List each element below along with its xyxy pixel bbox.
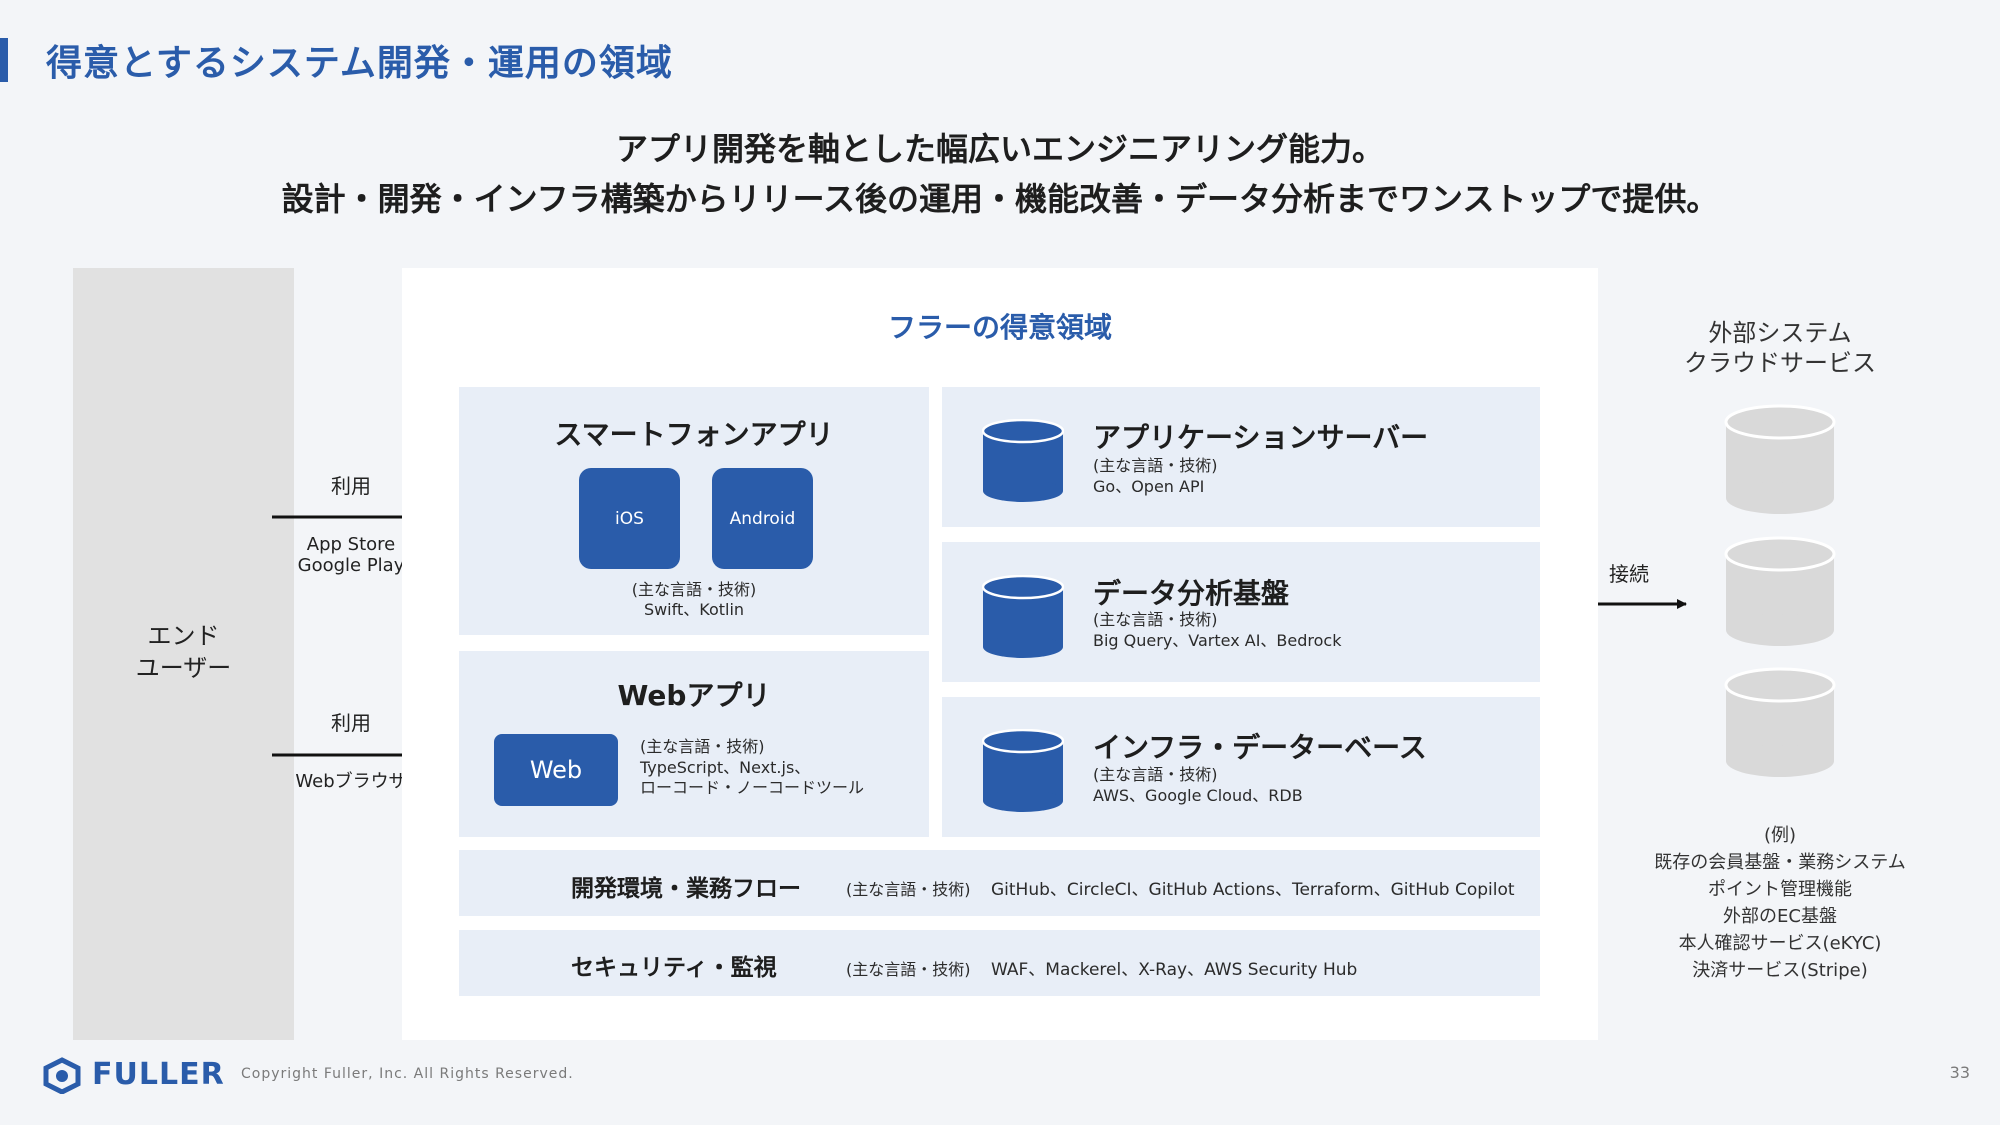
- security-tech-caption: (主な言語・技術): [846, 960, 971, 979]
- fuller-logo-icon: [43, 1057, 81, 1094]
- cylinder-icon: [1724, 404, 1836, 514]
- page-number: 33: [1949, 1063, 1970, 1082]
- dev-env-title: 開発環境・業務フロー: [571, 876, 801, 902]
- security-title: セキュリティ・監視: [571, 955, 777, 981]
- android-tile: Android: [712, 468, 813, 569]
- external-examples: (例) 既存の会員基盤・業務システム ポイント管理機能 外部のEC基盤 本人確認…: [1630, 822, 1930, 984]
- web-tech-2: ローコード・ノーコードツール: [640, 778, 865, 797]
- dev-env-box: [459, 850, 1540, 916]
- data-analysis-tech: Big Query、Vartex AI、Bedrock: [1093, 631, 1342, 650]
- end-user-line-2: ユーザー: [135, 654, 232, 682]
- smartphone-tech: Swift、Kotlin: [643, 600, 745, 619]
- external-example: 既存の会員基盤・業務システム: [1654, 852, 1906, 873]
- external-title-line-2: クラウドサービス: [1684, 349, 1876, 377]
- end-user-label: エンド ユーザー: [73, 620, 294, 684]
- smartphone-tech-caption: (主な言語・技術): [631, 580, 757, 599]
- security-box: [459, 930, 1540, 996]
- infra-db-tech: AWS、Google Cloud、RDB: [1093, 786, 1303, 805]
- title-accent-bar: [0, 38, 8, 82]
- data-analysis-tech-caption: (主な言語・技術): [1093, 610, 1218, 629]
- dev-env-tech: GitHub、CircleCI、GitHub Actions、Terraform…: [991, 880, 1515, 900]
- cylinder-icon: [1724, 536, 1836, 646]
- infra-db-title: インフラ・データーベース: [1093, 731, 1427, 764]
- external-example: 本人確認サービス(eKYC): [1678, 933, 1882, 954]
- end-user-line-1: エンド: [147, 622, 220, 650]
- ios-tile: iOS: [579, 468, 680, 569]
- copyright: Copyright Fuller, Inc. All Rights Reserv…: [241, 1066, 574, 1082]
- external-title-line-1: 外部システム: [1708, 319, 1852, 347]
- database-icon: [982, 729, 1064, 812]
- external-title: 外部システム クラウドサービス: [1660, 318, 1900, 378]
- external-example: 外部のEC基盤: [1723, 906, 1837, 927]
- app-server-tech-caption: (主な言語・技術): [1093, 456, 1218, 475]
- external-example: ポイント管理機能: [1708, 879, 1852, 900]
- infra-db-tech-caption: (主な言語・技術): [1093, 765, 1218, 784]
- arrow-bottom-label: 利用: [331, 711, 371, 735]
- data-analysis-title: データ分析基盤: [1093, 577, 1290, 610]
- external-example: (例): [1763, 825, 1797, 846]
- fuller-logo-text: FULLER: [92, 1057, 225, 1092]
- web-app-title: Webアプリ: [617, 679, 771, 712]
- web-tile: Web: [494, 734, 618, 806]
- app-store-label: App Store: [306, 534, 396, 555]
- cylinder-icon: [1724, 667, 1836, 777]
- page-title: 得意とするシステム開発・運用の領域: [46, 43, 673, 84]
- web-browser-label: Webブラウザ: [295, 771, 407, 792]
- google-play-label: Google Play: [297, 555, 405, 576]
- web-tech-caption: (主な言語・技術): [640, 737, 765, 756]
- subtitle-line-1: アプリ開発を軸とした幅広いエンジニアリング能力。: [615, 130, 1384, 168]
- connect-label: 接続: [1609, 562, 1649, 586]
- database-icon: [982, 575, 1064, 658]
- external-example: 決済サービス(Stripe): [1692, 960, 1868, 981]
- end-user-panel: [73, 268, 294, 1040]
- smartphone-app-title: スマートフォンアプリ: [554, 418, 834, 451]
- security-tech: WAF、Mackerel、X-Ray、AWS Security Hub: [991, 960, 1358, 980]
- dev-env-tech-caption: (主な言語・技術): [846, 880, 971, 899]
- database-icon: [982, 419, 1064, 502]
- smartphone-app-box: [459, 387, 929, 635]
- fuller-domain-title: フラーの得意領域: [887, 311, 1112, 344]
- arrow-top-sub: App Store Google Play: [271, 534, 431, 576]
- app-server-title: アプリケーションサーバー: [1093, 421, 1429, 454]
- subtitle-line-2: 設計・開発・インフラ構築からリリース後の運用・機能改善・データ分析までワンストッ…: [281, 180, 1719, 218]
- app-server-tech: Go、Open API: [1093, 477, 1205, 496]
- arrow-top-label: 利用: [331, 474, 371, 498]
- web-tech-1: TypeScript、Next.js、: [640, 758, 811, 777]
